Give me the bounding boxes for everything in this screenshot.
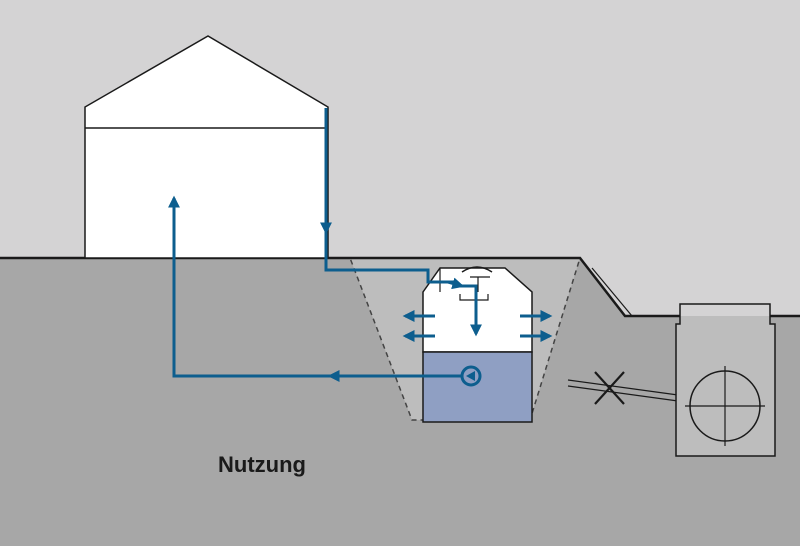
blocked-connection-icon — [567, 371, 679, 405]
inlet-down-arrow — [455, 284, 482, 337]
supply-pipe — [172, 210, 462, 378]
usage-caption: Nutzung — [218, 452, 306, 477]
house-icon — [84, 35, 329, 259]
pump-icon — [460, 365, 482, 387]
manhole-icon — [675, 303, 776, 457]
slope-line — [591, 267, 633, 317]
ground-area — [0, 258, 800, 546]
water-level — [422, 351, 533, 423]
